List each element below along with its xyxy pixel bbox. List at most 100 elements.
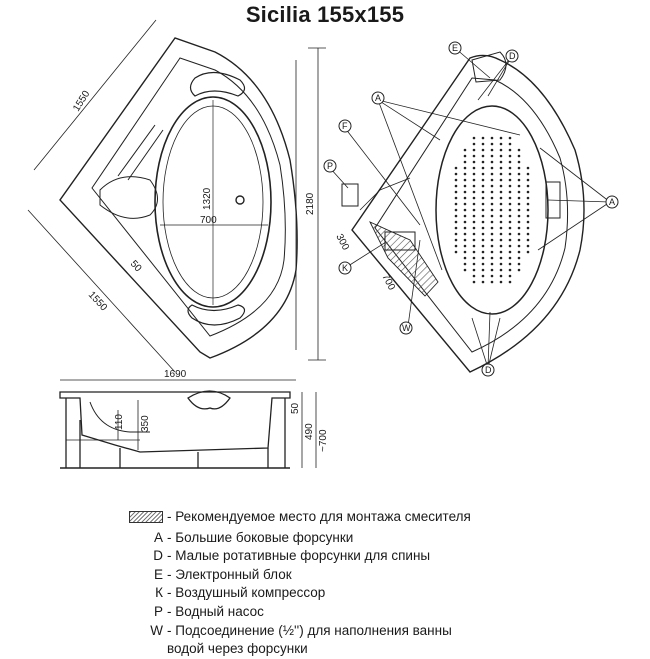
jet-dot (463, 250, 467, 254)
jet-dot (454, 244, 458, 248)
jet-dot (454, 172, 458, 176)
jet-dot (472, 142, 476, 146)
jet-dot (508, 148, 512, 152)
jet-dot (517, 238, 521, 242)
jet-dot (463, 268, 467, 272)
legend-key: D (153, 548, 163, 564)
jet-dot (499, 226, 503, 230)
jet-dot (454, 208, 458, 212)
jet-dot (508, 280, 512, 284)
jet-dot (517, 262, 521, 266)
callouts (323, 41, 619, 377)
jet-dot (481, 190, 485, 194)
jet-dot (508, 262, 512, 266)
jet-grid (454, 136, 530, 284)
jet-dot (508, 226, 512, 230)
mixer-hatch-area (369, 221, 439, 297)
jet-dot (517, 226, 521, 230)
jet-dot (499, 250, 503, 254)
jet-dot (517, 184, 521, 188)
jet-dot (454, 226, 458, 230)
jet-dot (499, 142, 503, 146)
dim-700-inner: 700 (200, 215, 217, 226)
legend-text-mixer: - Рекомендуемое место для монтажа смесит… (167, 509, 471, 524)
legend-text: - Большие боковые форсунки (167, 529, 354, 545)
jet-dot (463, 166, 467, 170)
jet-dot (463, 184, 467, 188)
jet-dot (481, 184, 485, 188)
jet-dot (490, 136, 494, 140)
callout-d-top: D (509, 51, 516, 61)
jet-dot (526, 232, 530, 236)
dim-300: 300 (333, 232, 351, 252)
jet-dot (526, 214, 530, 218)
jet-dot (472, 268, 476, 272)
dim-490: 490 (304, 423, 315, 440)
jet-dot (517, 268, 521, 272)
jet-dot (481, 268, 485, 272)
jet-dot (472, 166, 476, 170)
jet-dot (499, 178, 503, 182)
legend-text: - Малые ротативные форсунки для спины (167, 548, 431, 564)
dim-110: 110 (114, 414, 125, 430)
side-headrest (187, 390, 231, 410)
top-view-dimensions (27, 19, 326, 381)
jet-dot (481, 208, 485, 212)
jet-dot (517, 190, 521, 194)
dim-1550-top: 1550 (71, 89, 92, 114)
jet-dot (481, 202, 485, 206)
jet-dot (517, 232, 521, 236)
jet-dot (481, 196, 485, 200)
jet-dot (463, 160, 467, 164)
equip-rim (374, 77, 569, 353)
jet-dot (481, 262, 485, 266)
jet-dot (481, 160, 485, 164)
jet-dot (508, 220, 512, 224)
jet-dot (472, 148, 476, 152)
jet-dot (499, 244, 503, 248)
jet-dot (499, 172, 503, 176)
callout-k: K (342, 263, 348, 273)
jet-dot (526, 226, 530, 230)
jet-dot (499, 160, 503, 164)
dim-1690: 1690 (164, 369, 187, 380)
jet-dot (517, 148, 521, 152)
jet-dot (517, 256, 521, 260)
jet-dot (526, 166, 530, 170)
callout-d-bottom: D (485, 365, 492, 375)
jet-dot (463, 202, 467, 206)
jet-dot (472, 250, 476, 254)
hatch-swatch-icon (129, 511, 163, 523)
jet-dot (481, 238, 485, 242)
jet-dot (490, 232, 494, 236)
jet-dot (481, 250, 485, 254)
jet-dot (454, 214, 458, 218)
legend-key: P (153, 603, 163, 619)
jet-dot (463, 178, 467, 182)
jet-dot (499, 262, 503, 266)
tub-outline (59, 37, 298, 359)
jet-dot (472, 190, 476, 194)
jet-dot (508, 274, 512, 278)
callout-f: F (342, 121, 348, 131)
jet-dot (526, 178, 530, 182)
armrest-upper (117, 124, 164, 181)
legend-row-e: E - Электронный блок (118, 566, 638, 585)
jet-dot (472, 226, 476, 230)
jet-dot (472, 136, 476, 140)
jet-dot (472, 178, 476, 182)
dim-350: 350 (140, 415, 151, 432)
jet-dot (499, 268, 503, 272)
jet-dot (517, 178, 521, 182)
jet-dot (481, 166, 485, 170)
jet-dot (508, 244, 512, 248)
jet-dot (490, 202, 494, 206)
jet-dot (454, 238, 458, 242)
jet-dot (454, 166, 458, 170)
jet-dot (517, 208, 521, 212)
legend-text: - Подсоединение (½'') для наполнения ван… (167, 622, 452, 638)
jet-dot (463, 226, 467, 230)
jet-dot (517, 154, 521, 158)
jet-dot (508, 190, 512, 194)
jet-dot (526, 220, 530, 224)
